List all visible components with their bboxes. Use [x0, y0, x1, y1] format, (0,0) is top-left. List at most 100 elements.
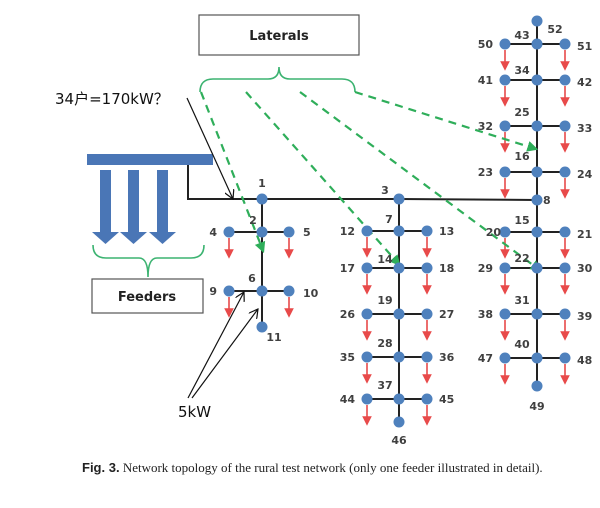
node-9 — [223, 285, 235, 297]
load-arrows — [224, 50, 570, 426]
node-label: 44 — [340, 393, 356, 406]
node-label: 23 — [478, 166, 493, 179]
node-10 — [283, 285, 295, 297]
node-label: 26 — [340, 308, 356, 321]
node-label: 36 — [439, 351, 455, 364]
node-label: 18 — [439, 262, 454, 275]
laterals-label: Laterals — [249, 29, 309, 44]
node-label: 6 — [248, 272, 256, 285]
node-label: 43 — [514, 29, 529, 42]
load-annotation: 34户=170kW？ — [55, 90, 169, 108]
node-48 — [559, 352, 571, 364]
node-label: 41 — [478, 74, 493, 87]
node-44 — [361, 393, 373, 405]
annotation-arrow — [191, 309, 258, 399]
node-label: 49 — [529, 400, 544, 413]
node-label: 17 — [340, 262, 355, 275]
feeder-line — [187, 165, 262, 200]
node-5 — [283, 226, 295, 238]
node-25 — [531, 120, 543, 132]
node-33 — [559, 120, 571, 132]
node-20 — [499, 226, 511, 238]
feeder-arrows — [92, 170, 176, 244]
source-busbar — [87, 154, 213, 165]
feeder-arrow-icon — [92, 170, 119, 244]
node-39 — [559, 308, 571, 320]
node-label: 51 — [577, 40, 592, 53]
node-label: 13 — [439, 225, 454, 238]
node-label: 21 — [577, 228, 592, 241]
node-17 — [361, 262, 373, 274]
node-6 — [256, 285, 268, 297]
feeders-label: Feeders — [118, 290, 177, 305]
node-28 — [393, 351, 405, 363]
node-4 — [223, 226, 235, 238]
node-label: 38 — [478, 308, 493, 321]
node-label: 42 — [577, 76, 592, 89]
node-label: 33 — [577, 122, 592, 135]
node-26 — [361, 308, 373, 320]
node-label: 20 — [486, 226, 502, 239]
node-50 — [499, 38, 511, 50]
laterals-box: Laterals — [198, 14, 360, 56]
node-label: 4 — [209, 226, 217, 239]
feeders-brace — [92, 244, 205, 278]
node-label: 15 — [514, 214, 529, 227]
caption-prefix: Fig. 3. — [82, 460, 120, 475]
node-label: 52 — [547, 23, 562, 36]
node-43 — [531, 38, 543, 50]
node-label: 2 — [249, 214, 257, 227]
figure-caption: Fig. 3. Network topology of the rural te… — [82, 460, 592, 476]
node-label: 11 — [266, 331, 281, 344]
node-35 — [361, 351, 373, 363]
node-14 — [393, 262, 405, 274]
network-nodes — [223, 15, 571, 428]
node-21 — [559, 226, 571, 238]
node-13 — [421, 225, 433, 237]
node-46 — [393, 416, 405, 428]
node-label: 16 — [514, 150, 530, 163]
node-label: 25 — [514, 106, 529, 119]
feeder-arrow-icon — [149, 170, 176, 244]
node-51 — [559, 38, 571, 50]
node-label: 45 — [439, 393, 454, 406]
node-label: 24 — [577, 168, 593, 181]
node-47 — [499, 352, 511, 364]
node-label: 37 — [377, 379, 392, 392]
node-15 — [531, 226, 543, 238]
lateral-arrow — [354, 90, 539, 152]
node-30 — [559, 262, 571, 274]
node-label: 19 — [377, 294, 392, 307]
node-29 — [499, 262, 511, 274]
node-3 — [393, 193, 405, 205]
node-label: 47 — [478, 352, 493, 365]
node-label: 22 — [514, 252, 529, 265]
node-40 — [531, 352, 543, 364]
node-45 — [421, 393, 433, 405]
node-1 — [256, 193, 268, 205]
feeder-arrow-icon — [120, 170, 147, 244]
node-11 — [256, 321, 268, 333]
network-line — [398, 198, 538, 201]
5kw-annotation: 5kW — [178, 403, 211, 421]
node-49 — [531, 380, 543, 392]
node-label: 35 — [340, 351, 355, 364]
node-label: 5 — [303, 226, 311, 239]
node-23 — [499, 166, 511, 178]
node-38 — [499, 308, 511, 320]
node-label: 34 — [514, 64, 530, 77]
node-label: 32 — [478, 120, 493, 133]
node-label: 30 — [577, 262, 593, 275]
laterals-brace — [199, 66, 356, 93]
node-label: 9 — [209, 285, 217, 298]
node-label: 46 — [391, 434, 407, 447]
annotation-arrow — [187, 292, 244, 399]
node-label: 10 — [303, 287, 319, 300]
node-label: 29 — [478, 262, 493, 275]
lateral-arrow — [245, 91, 401, 267]
node-7 — [393, 225, 405, 237]
node-label: 12 — [340, 225, 355, 238]
node-32 — [499, 120, 511, 132]
